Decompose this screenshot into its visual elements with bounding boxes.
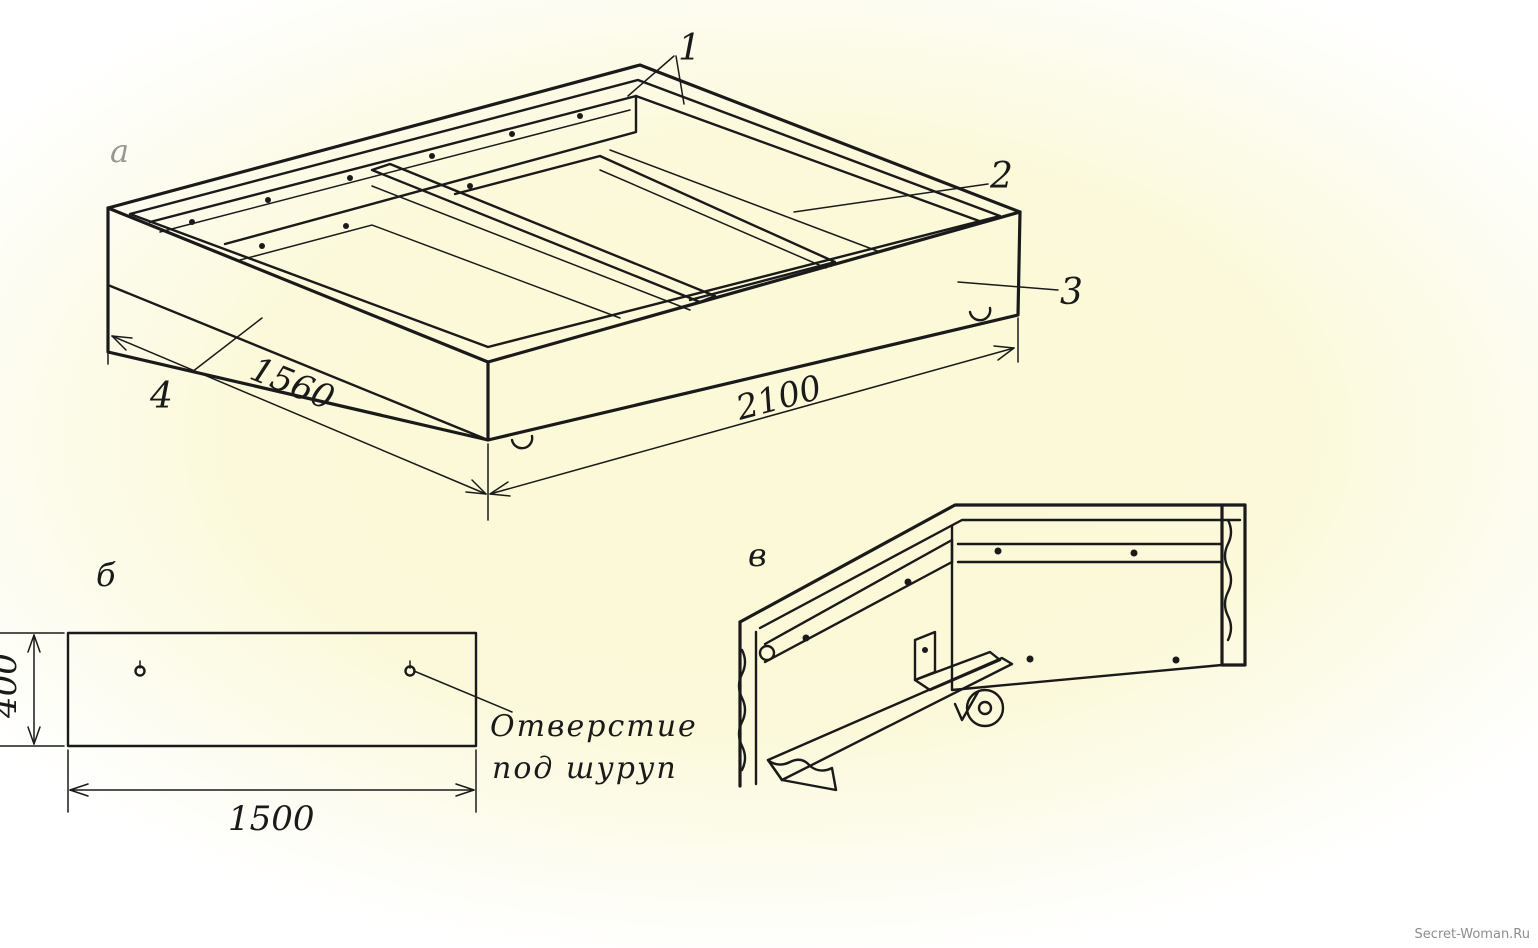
panel-outline (66, 631, 478, 748)
bottom-plane-right (609, 149, 881, 253)
dim-label-panel-height: 400 (0, 653, 25, 719)
back-rail-right (634, 94, 984, 224)
part-label-4: 4 (149, 376, 173, 417)
rail-end-circle (758, 644, 776, 662)
corner-rail-back (956, 542, 1224, 564)
corner-bottom-board-end (766, 758, 838, 792)
part-label-1: 1 (678, 28, 701, 69)
box-top-rim (106, 63, 1022, 364)
box-inner-rim (128, 78, 1002, 349)
corner-detail-view (737, 503, 1247, 792)
panel-view (0, 631, 513, 813)
dim-width-line (111, 335, 487, 495)
dim-label-length: 2100 (731, 368, 826, 429)
dim-height-arrow-top (27, 634, 41, 653)
dim-width-arrow-left (111, 335, 133, 351)
corner-right-wall-break (1223, 518, 1233, 642)
watermark: Secret-Woman.Ru (1414, 927, 1530, 942)
section-label-v: в (748, 536, 767, 574)
leader-screw-hole (413, 670, 513, 713)
dim-length-arrow-right (993, 345, 1015, 361)
caster-mount (953, 690, 980, 722)
dim-width-arrow-right (465, 479, 487, 495)
section-label-a: а (110, 132, 129, 170)
side-panel-4-bottom-edge (106, 283, 490, 442)
dim-panel-arrow-left (69, 783, 89, 797)
wheel-front-icon (510, 434, 534, 450)
leader-4 (191, 317, 263, 373)
corner-top-edge (738, 503, 1247, 624)
divider-edge (371, 185, 691, 311)
part-label-2: 2 (989, 156, 1013, 197)
section-label-b: б (96, 556, 116, 594)
wheel-right-icon (968, 306, 992, 322)
dim-label-panel-length: 1500 (228, 799, 315, 839)
dim-length-arrow-left (489, 481, 511, 497)
leader-3 (957, 281, 1059, 291)
leader-1a (627, 55, 675, 97)
bottom-plane-left (239, 224, 621, 319)
divider-board (370, 162, 717, 304)
corner-inner-edge (758, 518, 1242, 630)
dim-height-arrow-bottom (27, 726, 41, 745)
leader-2 (793, 183, 989, 213)
note-screw-hole-line2: под шуруп (492, 751, 678, 786)
dim-panel-arrow-right (455, 783, 475, 797)
bracket-screw (922, 647, 928, 653)
rail-groove (159, 109, 631, 233)
keyhole-screw-hole-left (134, 660, 146, 677)
dim-length-line (489, 347, 1015, 495)
bed-box-view (106, 55, 1059, 521)
corner-left-wall-break (737, 648, 747, 772)
corner-rail-left (763, 538, 954, 664)
back-rail-left (148, 94, 638, 246)
cross-board-edge (599, 169, 827, 269)
corner-screw-holes (802, 547, 1180, 664)
note-screw-hole-line1: Отверстие (490, 709, 698, 744)
cross-board-2 (453, 154, 837, 302)
corner-right-wall (1220, 503, 1247, 667)
caster-hub-icon (977, 700, 993, 716)
bracket-plate (913, 650, 1002, 692)
caster-wheel-icon (965, 688, 1005, 728)
back-inner-face (950, 524, 1224, 692)
keyhole-screw-hole-right (404, 660, 416, 677)
side-panel-3 (486, 210, 1022, 442)
leader-1b (675, 55, 685, 105)
part-label-3: 3 (1060, 272, 1083, 313)
rail-screw-holes (189, 113, 583, 249)
